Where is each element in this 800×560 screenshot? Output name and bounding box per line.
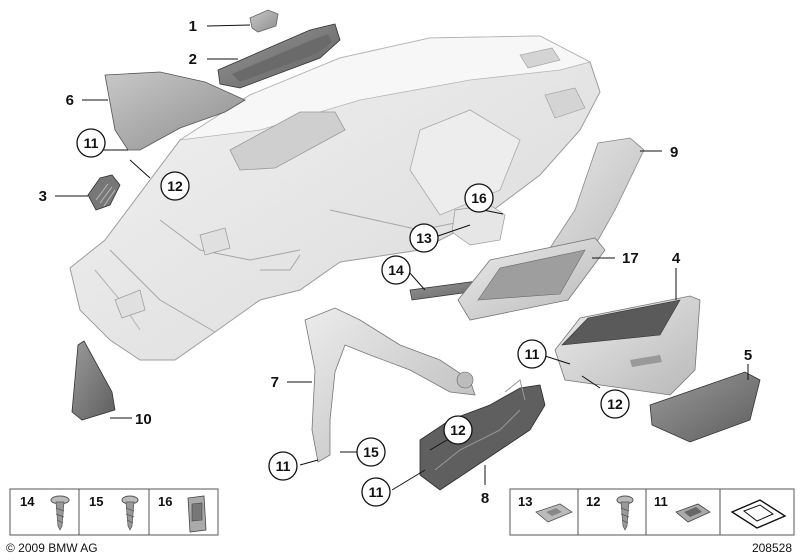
callout-11-top: 11	[76, 128, 106, 158]
label-part-2: 2	[189, 51, 197, 68]
copyright-text: © 2009 BMW AG	[6, 541, 98, 555]
callout-12-top-text: 12	[167, 178, 183, 194]
legend-item-11: 11	[654, 494, 668, 509]
callout-13: 13	[409, 223, 439, 253]
label-part-5: 5	[744, 347, 752, 364]
part-8-console-bracket	[419, 379, 546, 491]
clip-13-icon	[535, 503, 573, 523]
bracket-symbol-icon	[730, 499, 787, 529]
part-4-glove-box	[554, 295, 701, 396]
callout-15: 15	[356, 437, 386, 467]
legend-item-15: 15	[89, 494, 103, 509]
clip-11-icon	[675, 503, 711, 523]
label-part-6: 6	[66, 92, 74, 109]
dashboard-panel	[69, 35, 601, 361]
callout-12-top: 12	[160, 171, 190, 201]
screw-14-icon	[50, 495, 70, 531]
callout-14: 14	[381, 255, 411, 285]
label-part-7: 7	[271, 374, 279, 391]
callout-12-glovebox-text: 12	[607, 396, 623, 412]
leader-lines	[55, 24, 749, 491]
label-part-1: 1	[189, 18, 197, 35]
screw-15-icon	[121, 495, 139, 531]
part-2-grille-inner	[232, 34, 332, 82]
callout-16: 16	[464, 183, 494, 213]
callout-12-console-text: 12	[450, 422, 466, 438]
callout-14-text: 14	[388, 262, 404, 278]
label-part-3: 3	[39, 188, 47, 205]
legend-item-13: 13	[518, 494, 532, 509]
clip-16-icon	[187, 495, 207, 533]
part-10-corner-cover	[71, 340, 116, 421]
callout-11-frame-text: 11	[276, 458, 291, 474]
callout-11-frame: 11	[268, 451, 298, 481]
callout-12-console: 12	[443, 415, 473, 445]
part-7-center-frame	[304, 307, 476, 463]
legend-left: 14 15 16	[9, 488, 219, 536]
legend-item-12: 12	[586, 494, 600, 509]
callout-11-console: 11	[361, 477, 391, 507]
callout-11-glovebox: 11	[517, 339, 547, 369]
label-part-17: 17	[622, 250, 639, 267]
part-6-trim-cover	[104, 71, 246, 151]
legend-item-16: 16	[158, 494, 172, 509]
label-part-10: 10	[135, 411, 152, 428]
callout-11-glovebox-text: 11	[525, 346, 540, 362]
callout-16-text: 16	[471, 190, 487, 206]
callout-11-console-text: 11	[369, 484, 384, 500]
image-number: 208528	[751, 541, 792, 555]
callout-11-top-text: 11	[84, 135, 99, 151]
part-5-mat	[649, 371, 761, 443]
part-3-air-vent	[87, 174, 121, 211]
callout-15-text: 15	[363, 444, 379, 460]
part-17-display-frame	[457, 237, 606, 321]
callout-13-text: 13	[416, 230, 432, 246]
label-part-9: 9	[670, 144, 678, 161]
screw-12-icon	[616, 495, 634, 531]
label-part-8: 8	[481, 490, 489, 507]
callout-12-glovebox: 12	[600, 389, 630, 419]
legend-item-14: 14	[20, 494, 35, 509]
label-part-4: 4	[672, 250, 681, 267]
part-1-cover	[249, 9, 279, 33]
legend-right: 13 12 11	[509, 488, 795, 536]
